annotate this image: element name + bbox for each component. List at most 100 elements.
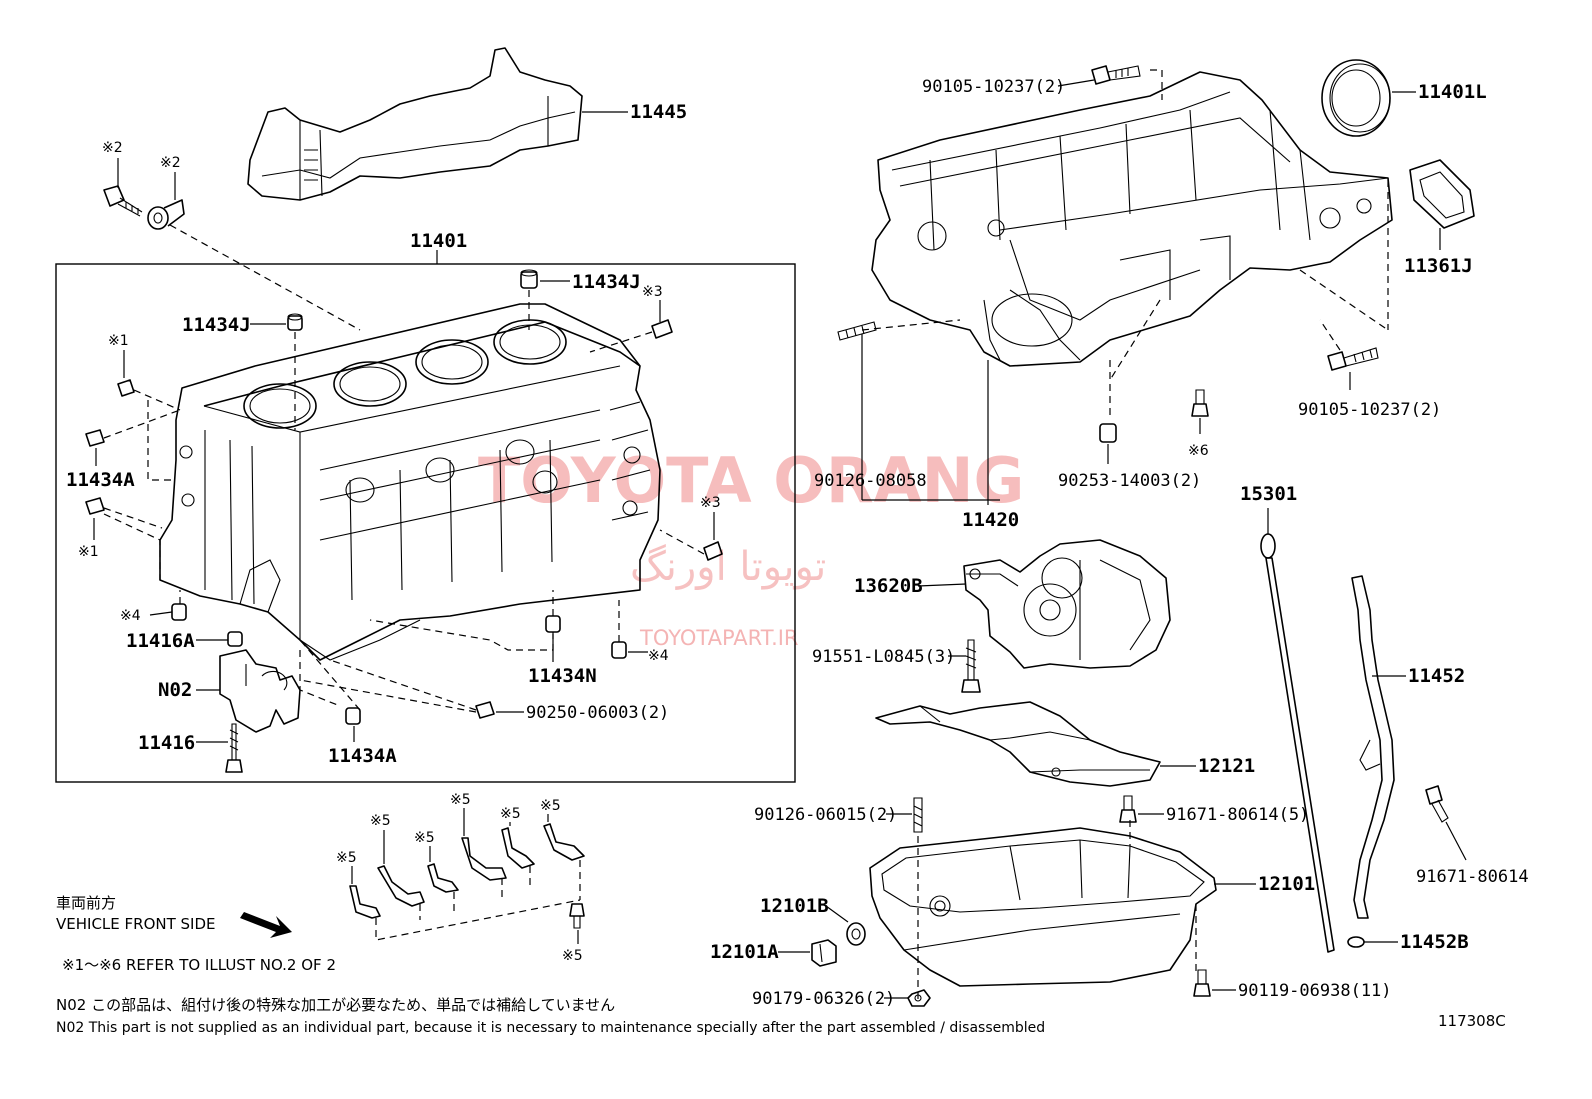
part-11452-dipstick-guide	[1351, 575, 1395, 919]
label-90179: 90179-06326(2)	[752, 989, 895, 1009]
nut-90179	[907, 989, 931, 1007]
ref-5-c: ※5	[414, 830, 435, 846]
pin-ref3-right	[703, 541, 723, 561]
watermark-persian: تویوتا اورنگ	[630, 544, 826, 590]
gasket-12101B	[846, 922, 866, 946]
bolt-91671-single	[1425, 785, 1449, 823]
ref-5-f: ※5	[540, 798, 561, 814]
label-90126-06015: 90126-06015(2)	[754, 805, 897, 825]
part-11361J-gasket	[1409, 159, 1475, 229]
ref-1-top: ※1	[108, 333, 129, 349]
ref-2-bolt: ※2	[102, 140, 123, 156]
watermark-site: TOYOTAPART.IR	[639, 626, 799, 650]
label-11416A: 11416A	[126, 630, 195, 652]
part-11420-crankcase	[871, 71, 1393, 367]
note-N02-en: N02 This part is not supplied as an indi…	[56, 1020, 1045, 1036]
label-11434J-left: 11434J	[182, 314, 251, 336]
dowel-11434A-bottom	[345, 707, 361, 725]
pin-ref1-bottom	[85, 497, 105, 515]
label-N02: N02	[158, 679, 192, 701]
label-12121: 12121	[1198, 755, 1255, 777]
ref-5-a: ※5	[336, 850, 357, 866]
label-90105-bottom: 90105-10237(2)	[1298, 400, 1441, 420]
bolt-90105-top	[1091, 65, 1141, 85]
label-90105-top: 90105-10237(2)	[922, 77, 1065, 97]
label-11434A-left: 11434A	[66, 469, 135, 491]
label-11434N: 11434N	[528, 665, 597, 687]
ref-4-left: ※4	[120, 608, 141, 624]
label-90253: 90253-14003(2)	[1058, 471, 1201, 491]
dowel-11434A-left	[85, 429, 105, 447]
sleeve-ref4-right	[611, 641, 627, 659]
label-13620B: 13620B	[854, 575, 923, 597]
pin-90250	[475, 701, 495, 719]
ref-4-right: ※4	[648, 648, 669, 664]
watermark-title: TOYOTA ORANG	[478, 444, 1024, 517]
sleeve-ref4-left	[171, 603, 187, 621]
label-91671: 91671-80614	[1416, 867, 1529, 887]
ref-3-top: ※3	[642, 284, 663, 300]
ref-1-bottom: ※1	[78, 544, 99, 560]
label-11416: 11416	[138, 732, 195, 754]
label-12101A: 12101A	[710, 941, 779, 963]
bolt-11416	[225, 723, 243, 773]
part-13620B-oil-pump	[963, 539, 1171, 669]
bolt-91551	[961, 639, 981, 693]
watermark: TOYOTA ORANG تویوتا اورنگ TOYOTAPART.IR	[478, 444, 1024, 650]
stud-90126-06015	[913, 797, 923, 833]
dowel-11434N	[545, 615, 561, 633]
dowel-11434J-left	[287, 313, 303, 331]
label-12101B: 12101B	[760, 895, 829, 917]
ref-6: ※6	[1188, 443, 1209, 459]
pin-ref3-top	[651, 319, 673, 339]
bolt-90105-bottom	[1327, 347, 1379, 371]
label-11445: 11445	[630, 101, 687, 123]
vehicle-front-jp: 車両前方	[56, 894, 116, 912]
part-12121-baffle-plate	[875, 701, 1161, 787]
label-90119: 90119-06938(11)	[1238, 981, 1392, 1001]
label-11420: 11420	[962, 509, 1019, 531]
ref-5-d: ※5	[450, 792, 471, 808]
part-11445-insulator	[247, 47, 583, 201]
label-11361J: 11361J	[1404, 255, 1473, 277]
label-11434J-top: 11434J	[572, 271, 641, 293]
part-12101-oil-pan	[869, 827, 1217, 987]
refer-note: ※1～※6 REFER TO ILLUST NO.2 OF 2	[62, 956, 336, 974]
label-12101: 12101	[1258, 873, 1315, 895]
ref-5-g: ※5	[562, 948, 583, 964]
stud-90126-08058	[837, 321, 877, 341]
label-11452: 11452	[1408, 665, 1465, 687]
bolt-91671-set	[1119, 795, 1137, 823]
bolt-ref5	[569, 903, 585, 929]
label-11434A-bottom: 11434A	[328, 745, 397, 767]
vehicle-front-en: VEHICLE FRONT SIDE	[56, 915, 216, 933]
ref-5-b: ※5	[370, 813, 391, 829]
part-11401L-oil-seal	[1321, 59, 1391, 137]
pin-ref1-top	[117, 379, 135, 397]
bolt-90119	[1193, 969, 1211, 997]
pin-90253	[1099, 423, 1117, 443]
vehicle-front-arrow-icon	[240, 912, 292, 938]
bolt-ref6	[1191, 389, 1209, 417]
bolt-ref2	[103, 185, 143, 217]
oil-jets-ref5	[349, 823, 585, 919]
label-91671-set: 91671-80614(5)	[1166, 805, 1309, 825]
label-11401L: 11401L	[1418, 81, 1487, 103]
part-N02-bearing-cap	[219, 649, 301, 733]
collar-ref2	[147, 199, 185, 230]
label-90126-08058: 90126-08058	[814, 471, 927, 491]
label-90250: 90250-06003(2)	[526, 703, 669, 723]
ref-2-collar: ※2	[160, 155, 181, 171]
ref-5-e: ※5	[500, 806, 521, 822]
dowel-11416A	[227, 631, 243, 647]
ref-3-right: ※3	[700, 495, 721, 511]
label-11401: 11401	[410, 230, 467, 252]
label-11452B: 11452B	[1400, 931, 1469, 953]
ref-code: 117308C	[1438, 1012, 1506, 1030]
note-N02-jp: N02 この部品は、組付け後の特殊な加工が必要なため、単品では補給していません	[56, 996, 615, 1014]
dowel-11434J-top	[520, 269, 538, 289]
oring-11452B	[1347, 936, 1365, 948]
drain-plug-12101A	[811, 939, 837, 967]
